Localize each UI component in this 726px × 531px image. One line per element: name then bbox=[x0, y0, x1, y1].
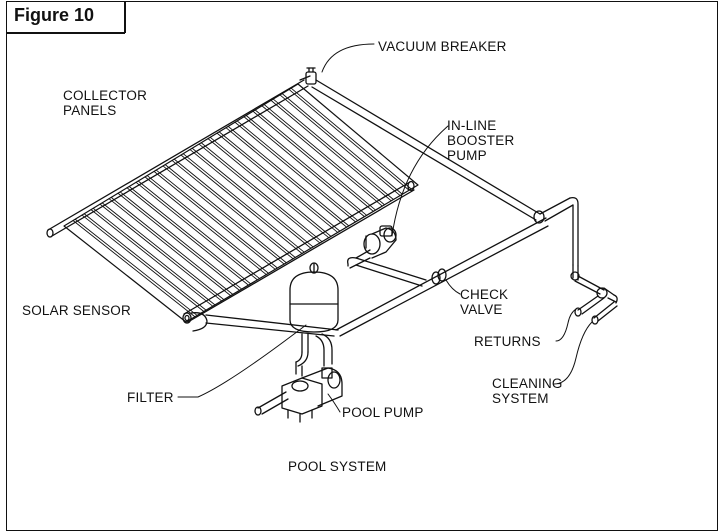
collector-tube-edge bbox=[182, 153, 305, 253]
label-cleaning-line1: CLEANING bbox=[492, 376, 563, 391]
label-check-line2: VALVE bbox=[460, 302, 503, 317]
label-booster-line1: IN-LINE bbox=[447, 118, 497, 133]
collector-tube bbox=[234, 121, 356, 223]
label-booster-line2: BOOSTER bbox=[447, 133, 515, 148]
collector-tube-edge bbox=[92, 207, 216, 306]
collector-tube bbox=[153, 170, 276, 270]
label-solar-sensor: SOLAR SENSOR bbox=[22, 303, 131, 318]
label-collector-line1: COLLECTOR bbox=[63, 88, 148, 103]
tee-fitting bbox=[533, 210, 545, 224]
collector-tube-edge bbox=[146, 175, 269, 274]
collector-tube-edge bbox=[155, 169, 278, 269]
collector-tube-edge bbox=[263, 104, 385, 206]
collector-tube bbox=[171, 160, 294, 260]
pump-to-filter-pipe bbox=[295, 333, 333, 377]
collector-tube bbox=[189, 149, 312, 249]
collector-tube bbox=[261, 105, 383, 207]
collector-tube bbox=[81, 214, 205, 312]
collector-tube bbox=[99, 203, 223, 302]
collector-tube-edge bbox=[173, 158, 296, 258]
main-return-pipe bbox=[335, 217, 549, 337]
collector-tube-edge bbox=[119, 191, 243, 290]
collector-tube bbox=[72, 220, 196, 318]
collector-top-header bbox=[46, 79, 309, 238]
collector-tube-edge bbox=[128, 186, 252, 285]
collector-tube-edge bbox=[272, 98, 394, 200]
collector-tube bbox=[216, 132, 339, 233]
label-vacuum-breaker: VACUUM BREAKER bbox=[378, 39, 507, 54]
pool-pump bbox=[254, 367, 343, 423]
collector-tube bbox=[162, 165, 285, 265]
label-filter: FILTER bbox=[127, 390, 174, 405]
label-collector-panels: COLLECTOR PANELS bbox=[63, 88, 147, 118]
label-check-line1: CHECK bbox=[460, 287, 509, 302]
collector-bottom-header bbox=[182, 180, 415, 337]
collector-tube-edge bbox=[83, 213, 207, 311]
collector-tube bbox=[135, 181, 258, 281]
top-supply-pipe bbox=[299, 75, 579, 267]
collector-tube-edge bbox=[209, 136, 332, 237]
booster-branch bbox=[347, 249, 427, 287]
collector-tube bbox=[144, 176, 267, 276]
label-cleaning-line2: SYSTEM bbox=[492, 391, 549, 406]
label-cleaning-system: CLEANING SYSTEM bbox=[492, 376, 563, 406]
collector-tube-edge bbox=[281, 93, 403, 195]
collector-tube-edge bbox=[137, 180, 261, 279]
collector-panel-outline bbox=[63, 83, 419, 323]
label-collector-line2: PANELS bbox=[63, 103, 117, 118]
collector-tube-edge bbox=[191, 147, 314, 248]
collector-tube bbox=[207, 138, 330, 239]
collector-tube bbox=[243, 116, 365, 218]
label-pool-system: POOL SYSTEM bbox=[288, 459, 387, 474]
collector-tube bbox=[117, 192, 240, 291]
solar-pool-diagram bbox=[46, 43, 618, 423]
collector-tube-edge bbox=[227, 125, 350, 227]
collector-tube bbox=[288, 89, 410, 191]
collector-tube-edge bbox=[236, 120, 359, 222]
solar-sensor bbox=[184, 314, 190, 322]
collector-tubes bbox=[72, 87, 412, 318]
collector-tube bbox=[225, 127, 348, 228]
collector-tube-edge bbox=[110, 196, 234, 295]
collector-tube bbox=[279, 94, 401, 196]
label-booster-line3: PUMP bbox=[447, 148, 487, 163]
figure-title: Figure 10 bbox=[14, 5, 95, 25]
collector-tube bbox=[270, 99, 392, 202]
collector-tube-edge bbox=[218, 131, 341, 232]
collector-tube bbox=[252, 110, 374, 212]
collector-tube bbox=[198, 143, 321, 244]
title-underline bbox=[7, 32, 125, 34]
vacuum-breaker bbox=[305, 67, 317, 85]
collector-tube bbox=[108, 198, 232, 297]
label-returns: RETURNS bbox=[474, 334, 541, 349]
collector-tube-edge bbox=[245, 115, 368, 216]
collector-tube-edge bbox=[101, 202, 225, 301]
collector-tube bbox=[90, 209, 214, 307]
leader-lines bbox=[177, 43, 593, 413]
label-pool-pump: POOL PUMP bbox=[342, 405, 424, 420]
collector-tube-edge bbox=[254, 109, 377, 211]
collector-tube-edge bbox=[290, 87, 412, 190]
title-box-side bbox=[124, 1, 126, 33]
filter-tank bbox=[289, 262, 339, 333]
collector-tube-edge bbox=[200, 142, 323, 243]
label-booster-pump: IN-LINE BOOSTER PUMP bbox=[447, 118, 514, 163]
label-check-valve: CHECK VALVE bbox=[460, 287, 508, 317]
collector-tube bbox=[180, 154, 303, 254]
collector-tube bbox=[126, 187, 249, 286]
collector-tube-edge bbox=[74, 218, 198, 316]
returns-pipes bbox=[570, 264, 618, 325]
collector-tube-edge bbox=[164, 164, 287, 264]
booster-pump bbox=[363, 225, 397, 259]
